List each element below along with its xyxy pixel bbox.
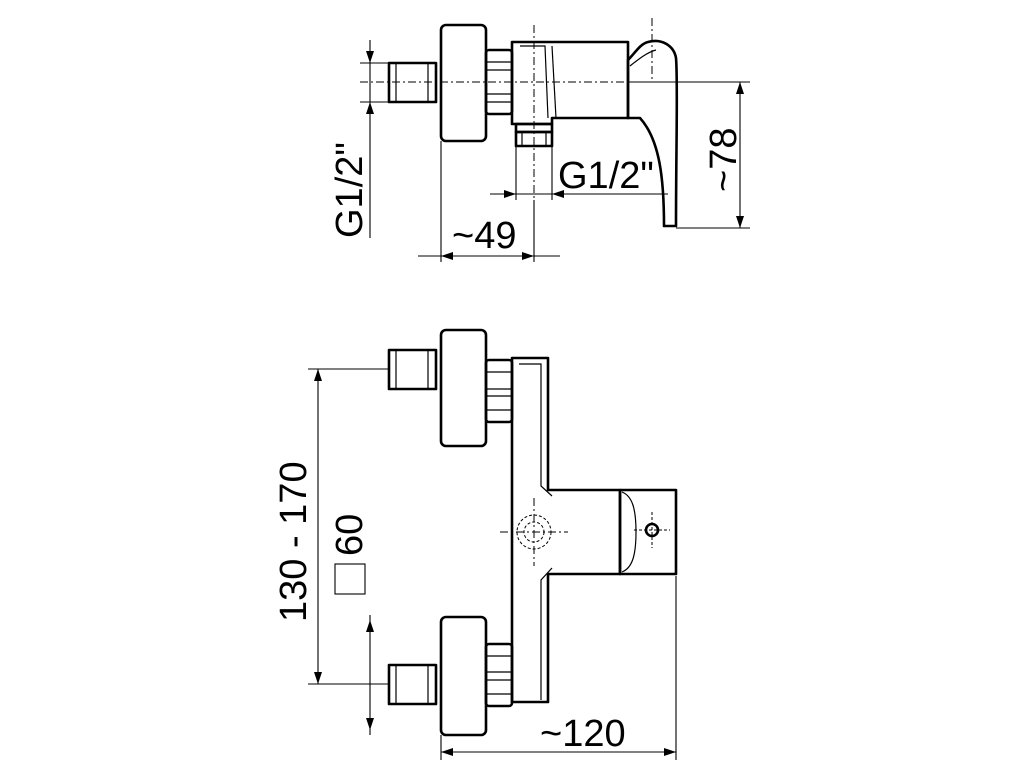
lower-rosette <box>439 615 488 737</box>
dim-height-label: ~78 <box>703 128 745 192</box>
dim-width-label: ~120 <box>540 713 626 755</box>
dim-inlet-thread-label: G1/2" <box>329 142 371 238</box>
upper-rosette <box>439 328 488 448</box>
dim-depth-label: ~49 <box>452 215 516 257</box>
front-view: 130 - 170 60 ~120 <box>273 328 678 760</box>
side-rosette <box>439 23 488 143</box>
dim-spacing-label: 130 - 170 <box>273 461 315 622</box>
lever-front <box>618 488 678 576</box>
lower-nut <box>484 642 514 708</box>
side-inlet-stub <box>387 61 438 104</box>
side-view: G1/2" G1/2" ~49 ~78 <box>329 18 750 262</box>
side-outlet-thread <box>514 130 554 148</box>
dim-outlet-thread-label: G1/2" <box>558 155 654 197</box>
upper-nut <box>484 358 514 424</box>
square-symbol <box>334 563 366 595</box>
mixer-body-front <box>510 356 622 704</box>
dim-rosette-label: 60 <box>329 514 371 556</box>
side-mixer-body <box>510 40 630 126</box>
side-lever <box>626 39 679 228</box>
